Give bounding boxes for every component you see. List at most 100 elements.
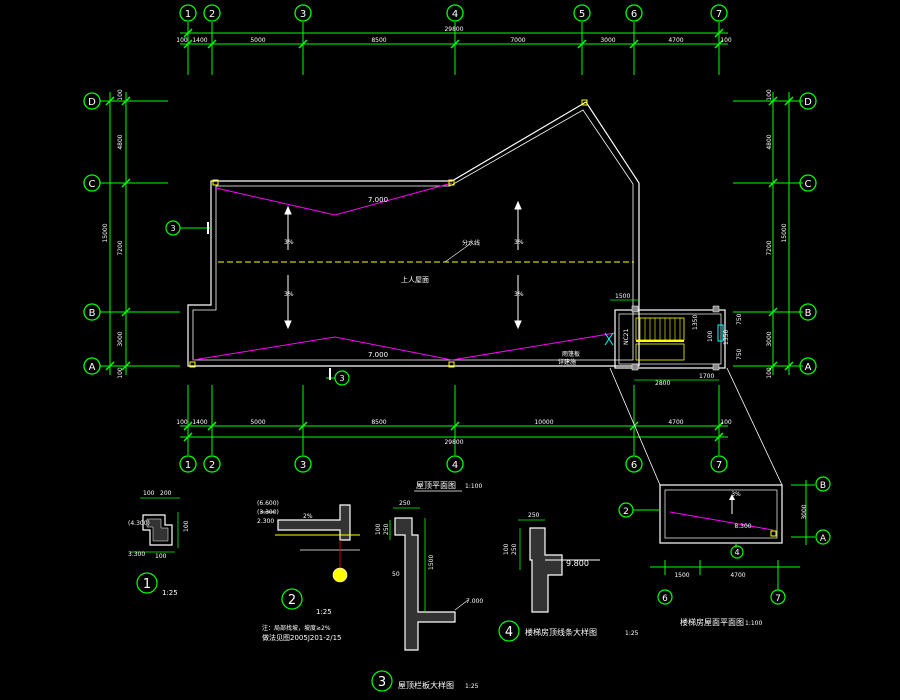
- axis-label-top-5: 5: [579, 9, 585, 20]
- right-dim-text: 4800: [766, 134, 773, 149]
- bottom-dim-text: 100: [720, 419, 732, 426]
- slope-arrows: [284, 200, 522, 330]
- axis-label-left-B: B: [89, 308, 96, 319]
- small-plan-axis-A: A: [820, 534, 827, 544]
- right-dim-text: 7200: [766, 240, 773, 255]
- axis-label-bottom-2: 2: [209, 460, 215, 471]
- bottom-dim-total: 29800: [444, 439, 463, 446]
- top-dim-text: 100: [720, 37, 732, 44]
- top-dim-text: 5000: [250, 37, 265, 44]
- small-plan-slope: 3%: [731, 491, 741, 498]
- stair-note-2: 详建施: [558, 358, 576, 366]
- axis-label-bottom-6: 6: [631, 460, 637, 471]
- top-dim-text: 4700: [668, 37, 683, 44]
- axis-label-right-B: B: [805, 308, 812, 319]
- detail-2: [260, 504, 360, 610]
- detail-1-dim: 100: [183, 520, 190, 532]
- roof-drains: [189, 99, 588, 368]
- bottom-dim-text: 10000: [534, 419, 553, 426]
- detail-3-dim: 50: [392, 571, 400, 578]
- right-dim-text: 3000: [766, 331, 773, 346]
- axis-label-bottom-1: 1: [185, 460, 191, 471]
- stair-dim: 2800: [655, 380, 670, 387]
- left-dim-text: 3000: [117, 331, 124, 346]
- right-dim-text: 100: [766, 89, 773, 101]
- section-marker-bottom: 3: [326, 368, 350, 386]
- slope-label: 3%: [284, 239, 294, 246]
- small-plan-elev: 8.300: [734, 523, 751, 530]
- detail-3-number: 3: [378, 675, 386, 690]
- axis-label-top-6: 6: [631, 9, 637, 20]
- axis-bubbles: [83, 4, 817, 473]
- small-plan-axis-7: 7: [775, 594, 781, 604]
- small-plan-dim-height: 3000: [801, 504, 808, 519]
- detail-3: [371, 507, 469, 692]
- axis-label-bottom-7: 7: [716, 460, 722, 471]
- small-plan-title-scale: 1:100: [745, 620, 762, 627]
- roof-outline: [187, 101, 640, 367]
- small-plan-dim: 4700: [730, 572, 745, 579]
- ridge-leader: [444, 243, 471, 263]
- bottom-dim-text: 100: [176, 419, 188, 426]
- detail-1: [130, 497, 180, 594]
- detail-3-dim: 1500: [428, 555, 435, 570]
- elevation-bottom: 7.000: [368, 351, 388, 359]
- slope-label: 3%: [514, 291, 524, 298]
- axis-label-bottom-3: 3: [300, 460, 306, 471]
- stair-dim: 750: [736, 313, 743, 325]
- detail-3-dim: 100: [375, 523, 382, 535]
- axis-label-top-4: 4: [452, 9, 458, 20]
- plan-title: 屋顶平面图: [416, 481, 456, 490]
- small-plan-axis-2: 2: [623, 507, 629, 517]
- bottom-dim-text: 8500: [371, 419, 386, 426]
- right-dim-text: 100: [766, 367, 773, 379]
- slope-label: 3%: [514, 239, 524, 246]
- section-marker-left: 3: [165, 220, 212, 236]
- slope-label: 3%: [284, 291, 294, 298]
- right-dim-total: 15000: [781, 223, 788, 242]
- detail-4-elev: 9.800: [566, 559, 589, 568]
- small-plan-title: 楼梯房屋面平面图: [680, 617, 744, 627]
- left-dim-text: 100: [117, 367, 124, 379]
- stair-dim: 1700: [699, 373, 714, 380]
- slope-lines: [192, 182, 616, 361]
- stair-note-1: 雨篷板: [562, 350, 580, 358]
- detail-4-number: 4: [505, 625, 513, 640]
- detail-4-dim: 250: [511, 543, 518, 555]
- detail-4-title: 楼梯房顶线条大样图: [525, 627, 597, 637]
- detail-4-dim: 100: [503, 543, 510, 555]
- top-dim-text: 1400: [192, 37, 207, 44]
- detail-2-number: 2: [288, 593, 296, 608]
- top-dim-text: 100: [176, 37, 188, 44]
- detail-3-title: 屋顶栏板大样图: [398, 680, 454, 690]
- left-dim-total: 15000: [102, 223, 109, 242]
- small-plan-axis-6: 6: [662, 594, 668, 604]
- top-dim-total: 29800: [444, 26, 463, 33]
- detail-4-dim: 250: [528, 512, 540, 519]
- detail-2-note-1: 注：局部找坡，坡度≥2%: [262, 624, 331, 632]
- detail-1-dim: 200: [160, 490, 172, 497]
- detail-1-number: 1: [143, 577, 151, 592]
- axis-label-left-D: D: [88, 97, 96, 108]
- detail-3-dim: 7.000: [466, 598, 483, 605]
- detail-2-dim: (6.600): [257, 500, 279, 507]
- plan-title-scale: 1:100: [465, 483, 482, 490]
- stair-dim: 1500: [615, 293, 630, 300]
- stair-dim: 1350: [723, 330, 730, 345]
- stair-dim: 100: [707, 330, 714, 342]
- detail-leader: [609, 367, 661, 486]
- detail-leader: [726, 367, 783, 486]
- axis-label-right-D: D: [804, 97, 812, 108]
- detail-3-dim: 250: [399, 500, 411, 507]
- stairwell: [604, 305, 726, 371]
- elevation-top: 7.000: [368, 196, 388, 204]
- axis-label-top-3: 3: [300, 9, 306, 20]
- top-dim-text: 3000: [600, 37, 615, 44]
- stair-door-label: NC21: [623, 329, 630, 345]
- axis-label-bottom-4: 4: [452, 460, 458, 471]
- top-dim-text: 8500: [371, 37, 386, 44]
- detail-2-dim: 2%: [303, 513, 313, 520]
- detail-1-scale: 1:25: [162, 589, 178, 597]
